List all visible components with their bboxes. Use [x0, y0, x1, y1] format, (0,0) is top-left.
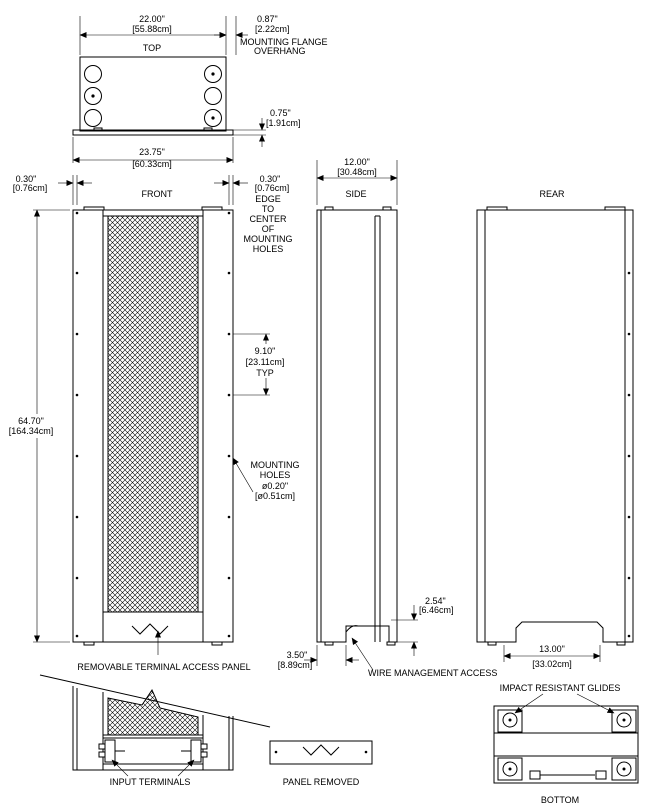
svg-text:MOUNTING: MOUNTING	[251, 460, 300, 470]
flange-label-2: OVERHANG	[254, 46, 306, 56]
svg-text:HOLES: HOLES	[260, 470, 291, 480]
bottom-glides	[497, 709, 637, 781]
notch-height-cm: [6.46cm]	[419, 605, 454, 615]
svg-text:[ø0.51cm]: [ø0.51cm]	[255, 491, 295, 501]
left-input-terminal	[98, 739, 125, 763]
front-mounting-holes	[75, 211, 231, 638]
input-terminals-label: INPUT TERMINALS	[110, 777, 191, 787]
front-right-edge-in: 0.30"	[260, 174, 281, 184]
wire-access-label: WIRE MANAGEMENT ACCESS	[368, 668, 497, 678]
top-width-cm: [55.88cm]	[132, 24, 172, 34]
svg-text:HOLES: HOLES	[253, 244, 284, 254]
flange-label-1: MOUNTING FLANGE	[240, 37, 328, 47]
front-right-edge-cm: [0.76cm]	[255, 183, 290, 193]
svg-text:TO: TO	[262, 204, 274, 214]
bottom-view: IMPACT RESISTANT GLIDES BOTTOM	[493, 683, 639, 805]
bottom-title: BOTTOM	[541, 795, 579, 805]
front-body	[72, 209, 234, 643]
top-view: 22.00" [55.88cm] TOP 0.87" [2.22cm] MOUN…	[72, 14, 328, 169]
bottom-outline	[493, 705, 639, 784]
side-wire-opening	[345, 625, 359, 633]
front-height-cm: [164.34cm]	[9, 426, 54, 436]
right-input-terminal	[181, 739, 208, 763]
rear-view: REAR 13.00" [33.02cm]	[476, 189, 634, 669]
removed-panel	[269, 740, 373, 765]
hole-spacing-cm: [23.11cm]	[246, 357, 285, 367]
side-body	[316, 209, 398, 643]
svg-text:ø0.20": ø0.20"	[262, 481, 288, 491]
front-panel-logo	[131, 623, 169, 635]
terminal-panel-label: REMOVABLE TERMINAL ACCESS PANEL	[77, 662, 250, 672]
flange-height-in: 0.75"	[270, 108, 291, 118]
top-width-in: 22.00"	[139, 14, 165, 24]
notch-offset-in: 3.50"	[287, 650, 308, 660]
front-left-edge-cm: [0.76cm]	[13, 183, 48, 193]
flange-height-cm: [1.91cm]	[266, 118, 301, 128]
mounting-holes-label: MOUNTING HOLES ø0.20" [ø0.51cm]	[251, 460, 300, 501]
rear-mounting-holes	[627, 271, 631, 638]
hole-spacing-typ: TYP	[256, 368, 274, 378]
top-body	[79, 56, 227, 132]
front-grille-mesh	[107, 215, 199, 613]
panel-removed-label: PANEL REMOVED	[283, 777, 360, 787]
terminal-detail: INPUT TERMINALS PANEL REMOVED	[39, 674, 373, 787]
notch-offset-cm: [8.89cm]	[278, 660, 313, 670]
overall-width-cm: [60.33cm]	[132, 159, 172, 169]
rear-notch-width-in: 13.00"	[539, 644, 565, 654]
svg-text:EDGE: EDGE	[255, 194, 281, 204]
edge-note: EDGE TO CENTER OF MOUNTING HOLES	[244, 194, 293, 254]
detail-mesh	[107, 688, 199, 736]
overall-width-in: 23.75"	[139, 147, 165, 157]
glides-label: IMPACT RESISTANT GLIDES	[500, 683, 621, 693]
top-flange	[72, 129, 234, 136]
front-left-edge-in: 0.30"	[16, 174, 37, 184]
notch-height-in: 2.54"	[425, 596, 446, 606]
flange-in: 0.87"	[257, 14, 278, 24]
side-view: 12.00" [30.48cm] SIDE 2.54" [6.46cm] 3.5…	[278, 157, 498, 678]
top-title: TOP	[143, 43, 161, 53]
top-glide-circles	[84, 65, 222, 127]
hole-spacing-in: 9.10"	[255, 346, 276, 356]
svg-text:CENTER: CENTER	[249, 214, 287, 224]
removed-panel-logo	[302, 744, 340, 756]
side-depth-cm: [30.48cm]	[337, 167, 377, 177]
flange-cm: [2.22cm]	[255, 24, 290, 34]
svg-text:OF: OF	[262, 224, 275, 234]
side-title: SIDE	[345, 189, 366, 199]
side-depth-in: 12.00"	[344, 157, 370, 167]
rear-notch-width-cm: [33.02cm]	[532, 659, 572, 669]
front-height-in: 64.70"	[18, 416, 44, 426]
front-view: 0.30" [0.76cm] 0.30" [0.76cm] FRONT EDGE…	[4, 174, 300, 672]
svg-text:MOUNTING: MOUNTING	[244, 234, 293, 244]
rear-body	[476, 209, 634, 643]
rear-title: REAR	[539, 189, 565, 199]
front-title: FRONT	[142, 189, 173, 199]
